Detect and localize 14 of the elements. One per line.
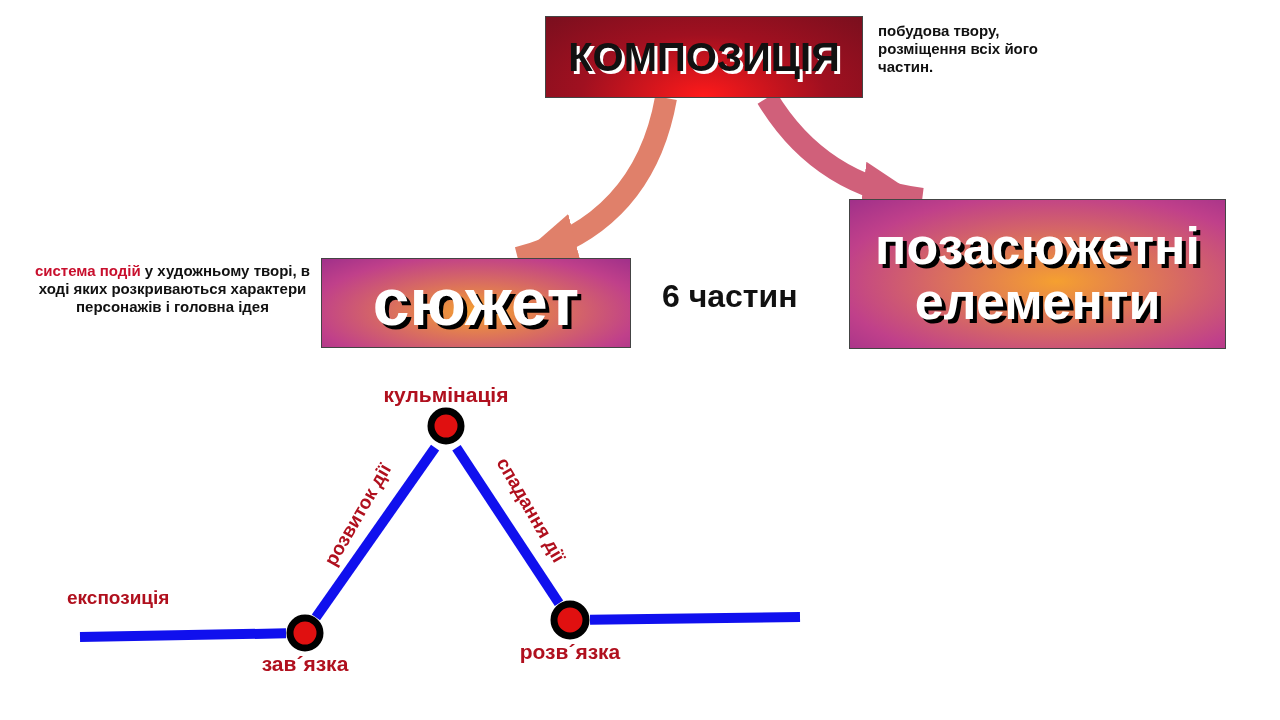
definition-text: побудова твору, розміщення всіх його частин. [878,22,1039,76]
point-label: кульмінація [383,383,509,407]
plot-line [589,612,801,625]
concept-box: позасюжетні елементи [849,199,1226,349]
point-label: зав´язка [261,652,349,676]
concept-box: сюжет [321,258,631,348]
plot-line [79,628,287,642]
plot-line [452,445,564,607]
edge-label: експозиція [65,587,172,609]
plot-line [311,444,440,621]
title-box: КОМПОЗИЦІЯ [545,16,863,98]
definition-text: система подій у художньому творі, в ході яких розкриваються характери персонажів і головна ідея [33,262,312,316]
note-text: 6 частин [662,278,798,315]
point-label: розв´язка [519,640,621,664]
